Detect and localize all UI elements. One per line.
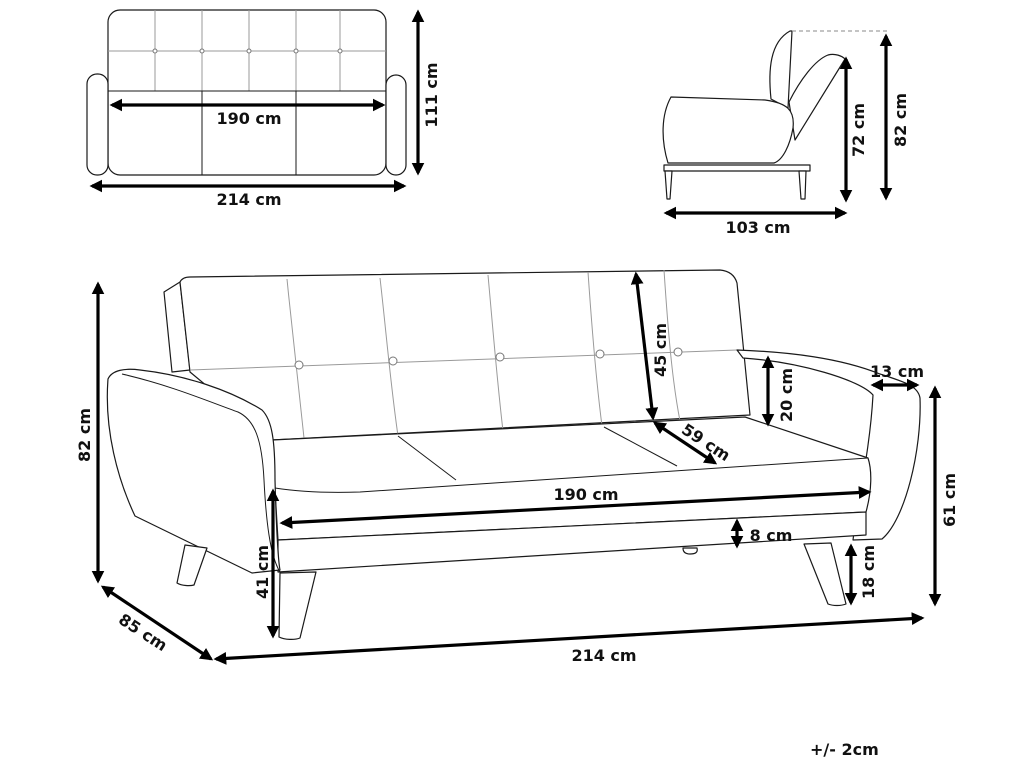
right-front-leg (803, 542, 847, 607)
perspective-view: 82 cm 85 cm 214 cm 41 cm 190 cm 45 cm 59… (75, 269, 959, 665)
side-view-back-leg (798, 170, 807, 200)
cushion-thickness-label: 8 cm (750, 526, 793, 545)
side-view-front-leg (664, 170, 673, 200)
backrest-height-label: 45 cm (651, 323, 670, 377)
top-depth-label: 111 cm (422, 62, 441, 127)
leg-height-label: 18 cm (859, 545, 878, 599)
armrest-width-label: 13 cm (870, 362, 924, 381)
seat-width-label: 190 cm (553, 485, 618, 504)
left-front-leg (278, 571, 317, 640)
top-view-left-arm (86, 73, 109, 176)
seat-height-label: 41 cm (253, 545, 272, 599)
total-width-label: 214 cm (571, 646, 636, 665)
backrest (179, 269, 751, 441)
side-view-seat (662, 96, 794, 164)
top-view: 190 cm 214 cm 111 cm (86, 9, 441, 209)
side-view-base (663, 164, 811, 172)
right-armrest (736, 349, 921, 541)
side-view: 103 cm 72 cm 82 cm (662, 30, 910, 237)
left-armrest (106, 368, 281, 574)
tolerance-note: +/- 2cm (810, 740, 879, 759)
side-view-backrest-reclined (788, 53, 846, 141)
top-total-width-label: 214 cm (216, 190, 281, 209)
side-total-height-label: 82 cm (891, 93, 910, 147)
depth-label: 85 cm (115, 610, 171, 655)
side-reclined-height-label: 72 cm (849, 103, 868, 157)
arm-height-label: 61 cm (940, 473, 959, 527)
total-height-label: 82 cm (75, 408, 94, 462)
top-seat-width-label: 190 cm (216, 109, 281, 128)
top-view-body (107, 9, 387, 176)
armrest-height-label: 20 cm (777, 368, 796, 422)
side-depth-label: 103 cm (725, 218, 790, 237)
left-back-leg (176, 544, 208, 587)
side-view-backrest-upright (769, 30, 793, 109)
top-view-right-arm (385, 74, 407, 176)
